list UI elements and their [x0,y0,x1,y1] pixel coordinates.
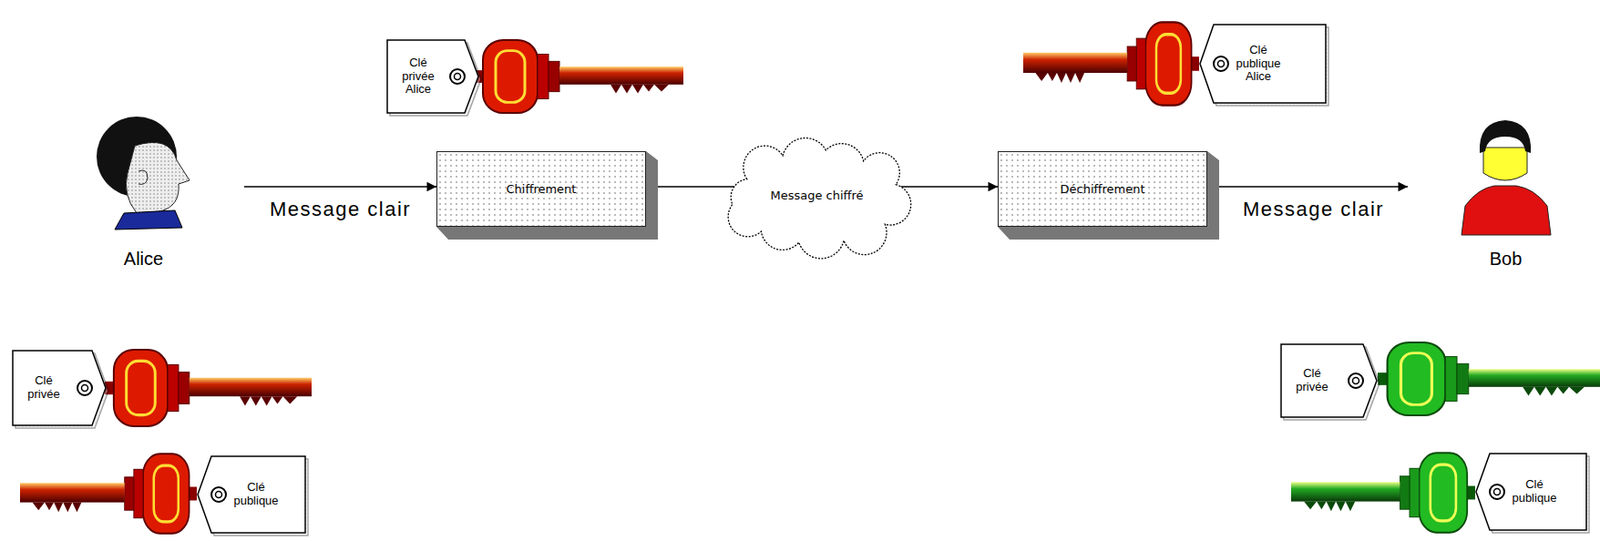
key-label: Clé privée [1287,367,1337,395]
key-label: Clé publique [1509,478,1559,506]
person-name: Alice [123,248,164,270]
box-label: Déchiffrement [1059,182,1145,196]
edge-label: Message clair [1241,197,1386,222]
key-red [473,40,684,113]
key-red [104,349,312,427]
process-box: Déchiffrement [997,151,1208,227]
box-label: Chiffrement [506,182,577,196]
key-tag: Clé publique [196,455,307,534]
key-label: Clé privée Alice [393,56,443,98]
bob-figure [1461,120,1551,236]
cloud-shape: Message chiffré [727,141,907,250]
key-tag: Clé privée Alice [386,39,480,114]
key-red [1023,21,1200,105]
key-green [1291,452,1476,533]
box-shading [997,151,1220,240]
connector-arrow [657,185,740,188]
person-name: Bob [1489,248,1523,270]
person: Alice [86,113,201,274]
key-tag: Clé privée [11,349,107,427]
key-label: Clé publique Alice [1233,43,1283,85]
key-label: Clé publique [231,481,281,509]
connector-arrow [893,185,998,188]
key-tag: Clé publique [1475,452,1588,532]
key-green [1377,342,1600,416]
tag-outline [1280,343,1378,419]
box-label: Message chiffré [769,188,863,203]
key-tag: Clé privée [1280,343,1378,419]
alice-figure [96,116,190,230]
person: Bob [1444,113,1568,274]
key-tag: Clé publique Alice [1199,23,1327,104]
process-box: Chiffrement [436,151,647,227]
key-red [20,453,197,534]
key-label: Clé privée [19,374,69,402]
box-shading [436,151,658,240]
edge-label: Message clair [267,197,413,222]
connector-arrow [244,185,437,188]
connector-arrow [1219,185,1408,188]
